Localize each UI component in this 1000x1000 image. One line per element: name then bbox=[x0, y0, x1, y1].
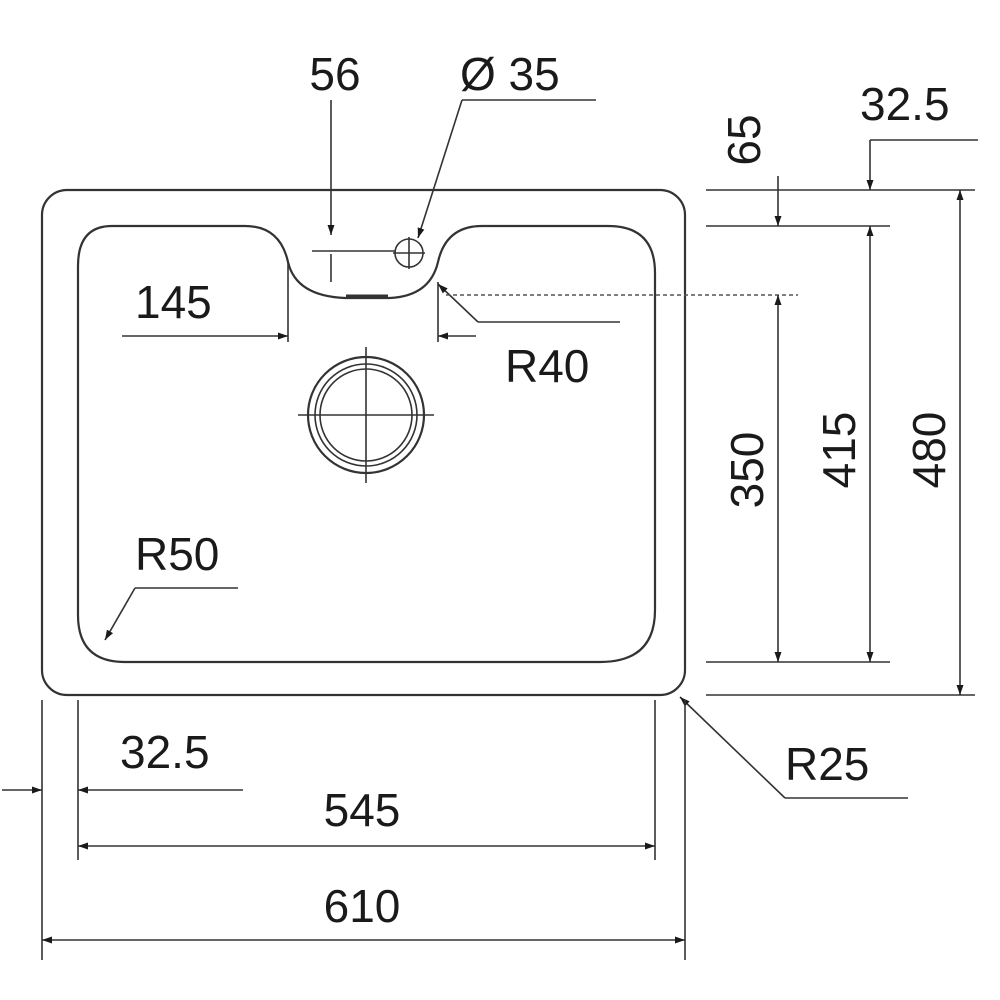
label-top-margin: 65 bbox=[718, 114, 770, 165]
label-side-margin-top: 32.5 bbox=[860, 78, 950, 130]
dim-outer-height: 480 bbox=[903, 190, 964, 695]
sink-outer-outline bbox=[40, 188, 687, 697]
dim-hole-offset: 56 bbox=[309, 48, 395, 282]
label-inner-corner-radius: R50 bbox=[135, 528, 219, 580]
label-outer-height: 480 bbox=[903, 412, 955, 489]
dim-side-margin-top: 32.5 bbox=[860, 78, 978, 190]
bottom-extension-lines bbox=[41, 700, 686, 960]
label-overflow-width: 145 bbox=[135, 276, 212, 328]
dim-outer-corner-radius: R25 bbox=[679, 696, 908, 799]
dim-bowl-width: 545 bbox=[78, 784, 655, 850]
label-outer-corner-radius: R25 bbox=[785, 738, 869, 790]
label-tap-hole-diameter: Ø 35 bbox=[460, 48, 560, 100]
dim-bowl-height-inner: 350 bbox=[721, 295, 782, 662]
bowl-inner-outline bbox=[76, 224, 657, 664]
right-extension-lines bbox=[706, 189, 975, 696]
label-overflow-radius: R40 bbox=[505, 340, 589, 392]
dim-side-margin-bottom: 32.5 bbox=[2, 726, 243, 794]
label-bowl-height-inner: 350 bbox=[721, 432, 773, 509]
dim-inner-corner-radius: R50 bbox=[104, 528, 238, 641]
dim-overflow-radius: R40 bbox=[437, 283, 798, 392]
dim-outer-width: 610 bbox=[42, 880, 685, 944]
label-outer-width: 610 bbox=[324, 880, 401, 932]
dim-overflow-width: 145 bbox=[122, 262, 476, 342]
label-hole-offset: 56 bbox=[309, 48, 360, 100]
label-bowl-width: 545 bbox=[324, 784, 401, 836]
drain bbox=[298, 347, 434, 483]
tap-hole bbox=[393, 237, 425, 269]
label-side-margin-bottom: 32.5 bbox=[120, 726, 210, 778]
dim-tap-hole-diameter: Ø 35 bbox=[417, 48, 596, 239]
dim-top-margin: 65 bbox=[718, 114, 782, 226]
dim-bowl-height: 415 bbox=[813, 226, 874, 662]
label-bowl-height: 415 bbox=[813, 412, 865, 489]
